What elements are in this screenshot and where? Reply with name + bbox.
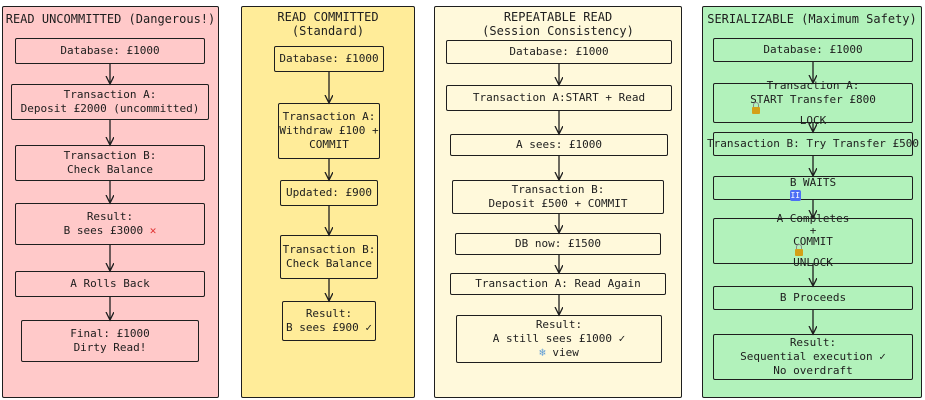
column-title: REPEATABLE READ (503, 10, 613, 24)
pause-icon: II (789, 189, 801, 201)
box-database: Database: £1000 (274, 46, 384, 72)
box-result: Result: B sees £900 ✓ (282, 301, 376, 341)
box-transaction-a-start: Transaction A:START + Read (446, 85, 672, 111)
box-a-completes: A Completes + COMMIT UNLOCK (713, 212, 913, 269)
box-final: Final: £1000 Dirty Read! (21, 320, 199, 362)
column-read-committed: READ COMMITTED (Standard) (241, 6, 415, 398)
box-result: Result: B sees £3000 ✕ (15, 203, 205, 245)
box-transaction-a: Transaction A: Deposit £2000 (uncommitte… (11, 84, 209, 120)
box-transaction-b: Transaction B: Try Transfer £500 (707, 132, 919, 156)
snowflake-icon: ❄ (539, 346, 546, 359)
box-a-sees: A sees: £1000 (450, 134, 668, 156)
box-read-again: Transaction A: Read Again (450, 273, 666, 295)
box-transaction-b: Transaction B: Check Balance (15, 145, 205, 181)
column-subtitle: (Session Consistency) (482, 24, 634, 38)
lock-icon (752, 101, 761, 114)
cross-icon: ✕ (149, 224, 157, 237)
box-transaction-b: Transaction B: Check Balance (280, 235, 378, 279)
box-database: Database: £1000 (15, 38, 205, 64)
box-database: Database: £1000 (446, 40, 672, 64)
box-result: Result: A still sees £1000 ✓ ❄ view (456, 315, 662, 363)
box-rollback: A Rolls Back (15, 271, 205, 297)
box-transaction-a: Transaction A: Withdraw £100 + COMMIT (278, 103, 380, 159)
column-title: READ UNCOMMITTED (Dangerous!) (5, 12, 216, 26)
column-title: SERIALIZABLE (Maximum Safety) (707, 12, 917, 26)
box-transaction-a: Transaction A: START Transfer £800 LOCK (713, 79, 913, 127)
box-database: Database: £1000 (713, 38, 913, 62)
box-result: Result: Sequential execution ✓ No overdr… (713, 334, 913, 380)
box-b-waits: B WAITS II (713, 176, 913, 201)
box-b-proceeds: B Proceeds (713, 286, 913, 310)
box-db-now: DB now: £1500 (455, 233, 661, 255)
column-title: READ COMMITTED (277, 10, 379, 24)
box-updated: Updated: £900 (280, 180, 378, 206)
column-repeatable-read: REPEATABLE READ (Session Consistency) (434, 6, 682, 398)
box-transaction-b: Transaction B: Deposit £500 + COMMIT (452, 180, 664, 214)
column-subtitle: (Standard) (291, 24, 365, 38)
unlock-icon (795, 244, 804, 256)
